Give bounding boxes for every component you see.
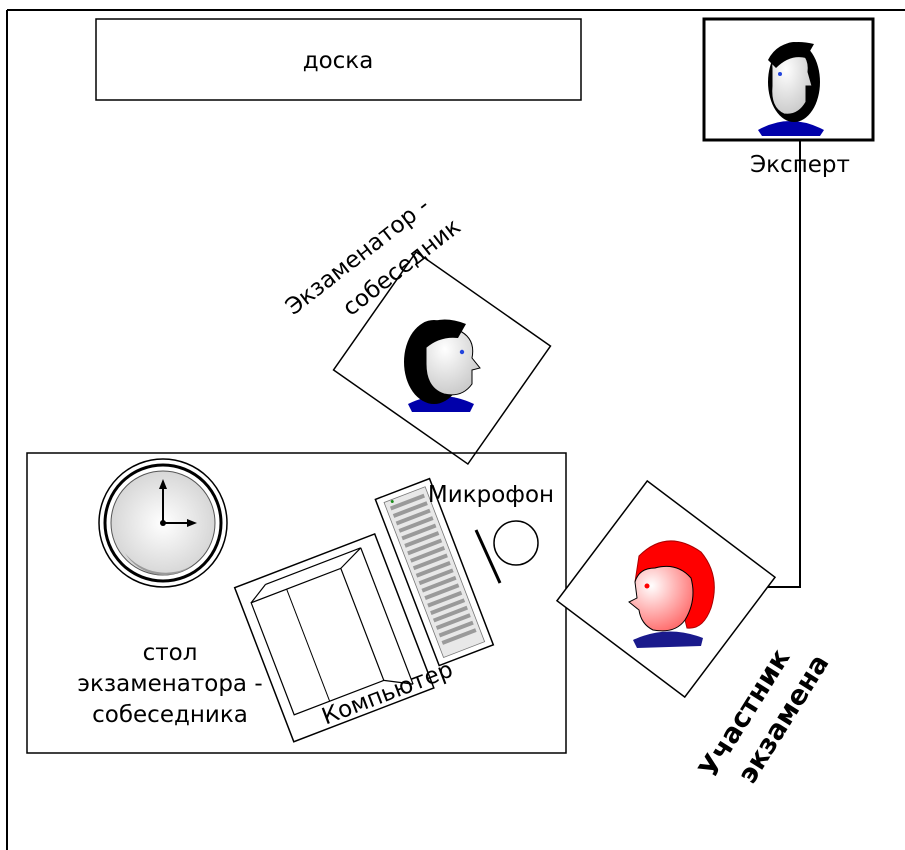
- microphone-icon: [476, 521, 538, 583]
- microphone-label: Микрофон: [428, 482, 554, 508]
- clock-icon: [99, 459, 227, 587]
- expert-connection-line: [745, 140, 800, 587]
- expert-card: Эксперт: [704, 19, 873, 178]
- table-label: стол экзаменатора - собеседника: [77, 640, 262, 728]
- board: доска: [96, 19, 581, 100]
- board-label: доска: [303, 48, 374, 74]
- svg-text:экзаменатора -: экзаменатора -: [77, 671, 262, 697]
- svg-text:собеседника: собеседника: [92, 702, 248, 728]
- svg-text:стол: стол: [143, 640, 198, 666]
